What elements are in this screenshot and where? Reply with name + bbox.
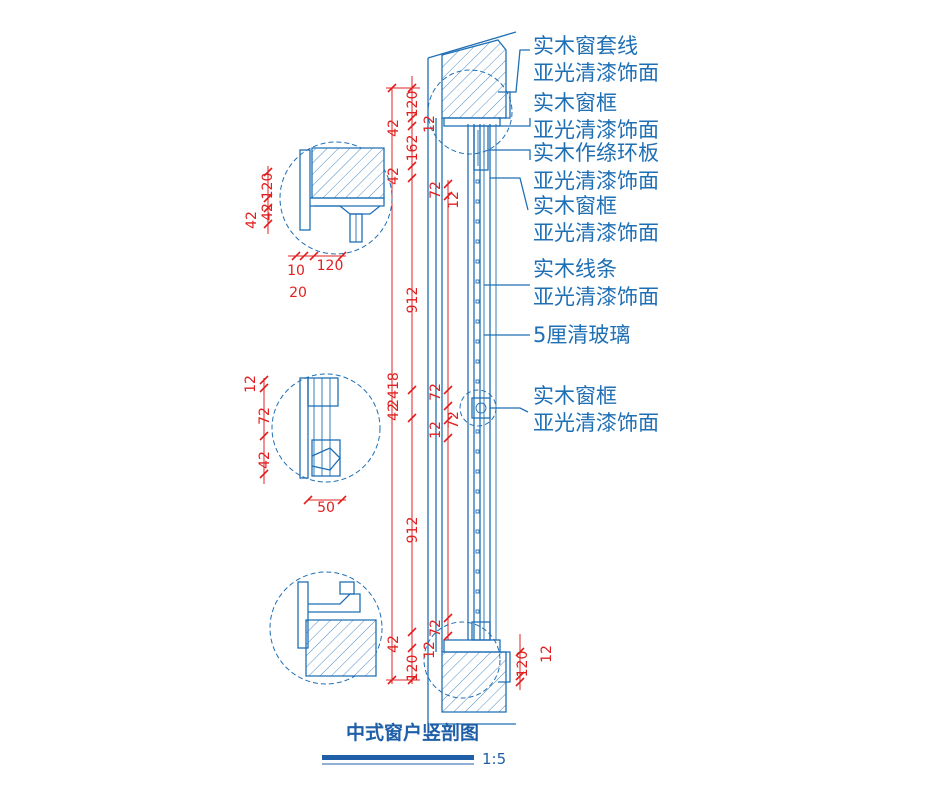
label-ring-board-1: 实木作绦环板 — [533, 141, 659, 165]
main-section — [423, 31, 517, 725]
label-ring-board-2: 亚光清漆饰面 — [533, 169, 659, 193]
bottom-sill — [441, 651, 507, 713]
d1-120b: 120 — [317, 258, 344, 274]
label-frame-low-2: 亚光清漆饰面 — [533, 411, 659, 435]
label-frame-low-1: 实木窗框 — [533, 384, 617, 408]
d2-12: 12 — [243, 375, 259, 393]
dim-top-12: 12 — [422, 115, 438, 133]
glazing-beads — [475, 179, 480, 614]
label-frame-top-1: 实木窗框 — [533, 91, 617, 115]
d1-42: 42 — [244, 211, 260, 229]
leader-lines — [484, 49, 531, 413]
label-glass: 5厘清玻璃 — [533, 323, 630, 347]
label-frame-mid-2: 亚光清漆饰面 — [533, 221, 659, 245]
dim-mid-12: 12 — [428, 421, 444, 439]
d2-50: 50 — [317, 500, 335, 516]
label-strip-2: 亚光清漆饰面 — [533, 285, 659, 309]
dim-bot-42: 42 — [386, 635, 402, 653]
d1-120: 120 — [260, 173, 276, 200]
dim-top-42b: 42 — [386, 167, 402, 185]
label-frame-mid-1: 实木窗框 — [533, 194, 617, 218]
dim-top-12b: 12 — [446, 191, 462, 209]
dim-upper-span: 912 — [405, 287, 421, 314]
dim-top-72: 72 — [428, 181, 444, 199]
dim-lower-span: 912 — [405, 517, 421, 544]
dim-mid-72b: 72 — [446, 411, 462, 429]
dim-mid-72a: 72 — [428, 383, 444, 401]
drawing-title: 中式窗户竖剖图 — [346, 721, 479, 744]
dim-overall: 2418 — [386, 372, 402, 408]
dim-top-42: 42 — [386, 119, 402, 137]
dim-top-120: 120 — [405, 91, 421, 118]
d2-42: 42 — [257, 451, 273, 469]
d1-10: 10 — [287, 263, 305, 279]
detail-bottom — [269, 571, 383, 685]
detail-top: 120 42 42 10 120 20 — [244, 141, 393, 301]
d1-42b: 42 — [260, 203, 276, 221]
dim-mid-42: 42 — [386, 403, 402, 421]
title-underline — [322, 755, 474, 760]
dim-bot-72: 72 — [428, 619, 444, 637]
dim-top-162: 162 — [405, 135, 421, 162]
detail-middle: 12 72 42 50 — [243, 373, 381, 516]
dim-bot-12: 12 — [422, 641, 438, 659]
title-block: 中式窗户竖剖图 1:5 — [322, 721, 506, 768]
label-casing-1: 实木窗套线 — [533, 34, 638, 58]
d1-20: 20 — [289, 285, 307, 301]
top-lintel — [441, 39, 507, 119]
drawing-scale: 1:5 — [482, 750, 506, 768]
dim-bot-120-right: 120 — [515, 651, 531, 678]
main-dimensions: 2418 912 912 120 12 42 162 42 72 12 72 4… — [386, 76, 555, 690]
label-frame-top-2: 亚光清漆饰面 — [533, 118, 659, 142]
dim-bot-12-right: 12 — [539, 645, 555, 663]
d2-72: 72 — [257, 407, 273, 425]
label-casing-2: 亚光清漆饰面 — [533, 61, 659, 85]
dim-bot-120: 120 — [405, 655, 421, 682]
material-labels: 实木窗套线 亚光清漆饰面 实木窗框 亚光清漆饰面 实木作绦环板 亚光清漆饰面 实… — [533, 34, 659, 435]
label-strip-1: 实木线条 — [533, 257, 617, 281]
